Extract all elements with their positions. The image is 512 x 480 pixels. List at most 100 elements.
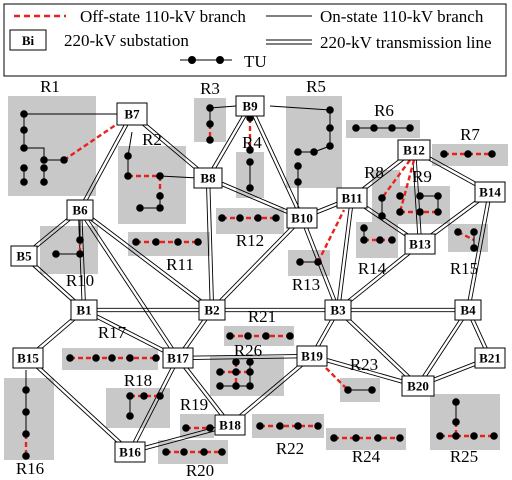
tu-node <box>310 148 318 156</box>
tu-node <box>156 392 164 400</box>
tu-node <box>124 172 132 180</box>
tu-node <box>246 358 254 366</box>
tu-node <box>20 110 28 118</box>
tu-node <box>206 136 214 144</box>
tu-node <box>352 434 360 442</box>
legend: Off-state 110-kV branch On-state 110-kV … <box>3 3 507 77</box>
on-state-branch <box>24 147 45 160</box>
transmission-line-b3-b13 <box>338 244 422 312</box>
tu-node <box>470 432 478 440</box>
tu-node <box>206 104 214 112</box>
legend-substation-symbol <box>9 29 47 51</box>
substation-label: B15 <box>17 351 39 366</box>
legend-transmission-line-label: 220-kV transmission line <box>320 33 492 52</box>
substation-b2: B2 <box>198 299 226 321</box>
tu-node <box>246 146 254 154</box>
tu-node <box>434 208 442 216</box>
tu-node <box>314 258 322 266</box>
tu-node <box>174 238 182 246</box>
tu-node <box>40 164 48 172</box>
substation-b1: B1 <box>70 299 98 321</box>
region-label-r22: R22 <box>276 439 304 458</box>
off-state-branch <box>316 209 346 263</box>
transmission-line-b2-b6 <box>80 208 214 310</box>
tu-node <box>370 124 378 132</box>
tu-node <box>374 434 382 442</box>
region-label-r21: R21 <box>248 307 276 326</box>
tu-node <box>470 244 478 252</box>
tu-node <box>92 354 100 362</box>
tu-node <box>294 178 302 186</box>
tu-node <box>236 214 244 222</box>
on-state-branch <box>209 105 237 109</box>
tu-node <box>126 412 134 420</box>
region-label-r20: R20 <box>186 461 214 480</box>
tu-node <box>180 448 188 456</box>
tu-node <box>40 156 48 164</box>
transmission-line-b4-b14 <box>465 191 489 310</box>
transmission-line-b16-b18 <box>130 426 231 455</box>
tu-node <box>276 422 284 430</box>
tu-node <box>52 250 60 258</box>
tu-node <box>360 236 368 244</box>
tu-node <box>454 228 462 236</box>
tu-node <box>156 204 164 212</box>
substation-box <box>474 181 506 203</box>
legend-on-branch-label: On-state 110-kV branch <box>320 7 484 26</box>
transmission-line-b15-b16 <box>28 356 132 452</box>
legend-off-branch-label: Off-state 110-kV branch <box>80 7 246 26</box>
region-label-r10: R10 <box>66 271 94 290</box>
transmission-line-b8-b9 <box>206 104 249 178</box>
region-label-r6: R6 <box>374 101 394 120</box>
tu-node <box>352 124 360 132</box>
transmission-line-b17-b19 <box>177 353 312 357</box>
tu-node <box>368 386 376 394</box>
substation-b15: B15 <box>12 347 44 369</box>
transmission-line-b2-b10 <box>212 218 304 312</box>
tu-node <box>232 382 240 390</box>
tu-node <box>294 422 302 430</box>
transmission-line-b8-b9 <box>209 106 252 180</box>
tu-node <box>162 448 170 456</box>
substation-label: B17 <box>167 351 189 366</box>
legend-tu-dot-left <box>188 56 196 64</box>
tu-node <box>246 368 254 376</box>
tu-node <box>76 250 84 258</box>
substation-label: B5 <box>16 249 32 264</box>
substation-label: B8 <box>200 171 216 186</box>
on-state-branch <box>269 105 331 111</box>
region-label-r11: R11 <box>166 255 194 274</box>
tu-node <box>314 422 322 430</box>
transmission-line-b8-b10 <box>207 179 302 220</box>
tu-node <box>326 142 334 150</box>
substation-b20: B20 <box>401 375 435 397</box>
substation-box <box>401 375 435 397</box>
region-r10 <box>40 226 98 274</box>
tu-node <box>254 214 262 222</box>
region-label-r5: R5 <box>306 77 326 96</box>
tu-node <box>452 432 460 440</box>
substation-label: B1 <box>76 303 91 318</box>
tu-node <box>244 332 252 340</box>
region-label-r13: R13 <box>292 275 320 294</box>
tu-node <box>388 236 396 244</box>
tu-node <box>490 432 498 440</box>
substation-b7: B7 <box>116 102 148 126</box>
substation-label: B20 <box>407 379 429 394</box>
substation-label: B16 <box>119 445 141 460</box>
tu-node <box>326 124 334 132</box>
tu-node <box>452 418 460 426</box>
tu-node <box>20 144 28 152</box>
tu-node <box>22 408 30 416</box>
substation-b21: B21 <box>474 347 506 369</box>
tu-node <box>226 332 234 340</box>
transmission-line-b3-b11 <box>335 197 351 310</box>
transmission-line-b6-b17 <box>78 210 177 360</box>
substation-box <box>324 299 352 321</box>
transmission-line-b19-b20 <box>312 353 419 385</box>
tu-node <box>396 192 404 200</box>
tu-node <box>126 392 134 400</box>
transmission-line-b4-b20 <box>416 308 467 386</box>
substation-box <box>116 102 148 126</box>
